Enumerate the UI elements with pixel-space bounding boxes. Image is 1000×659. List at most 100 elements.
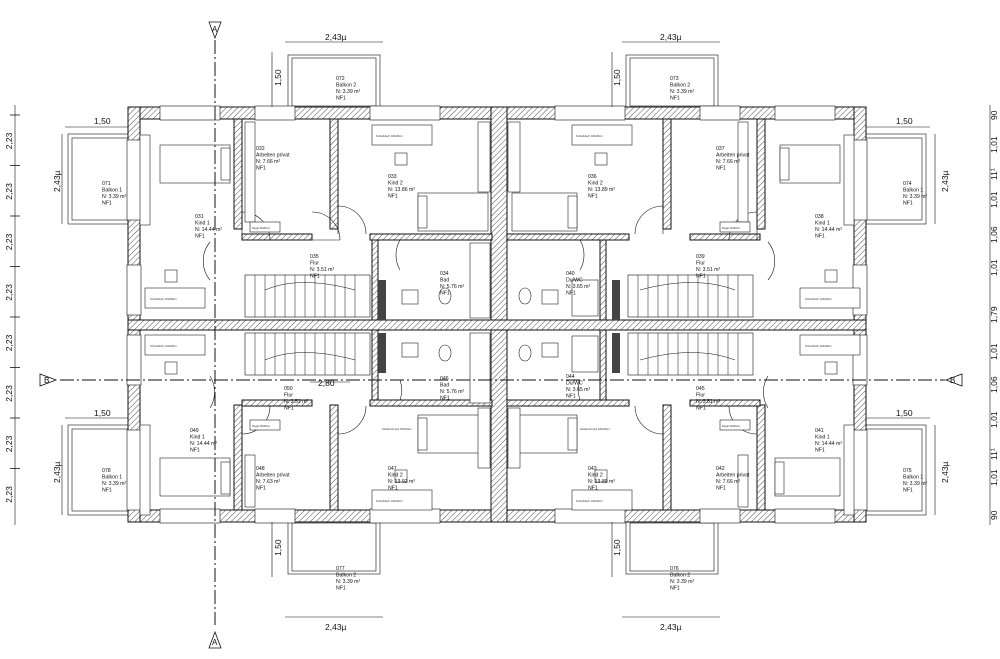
axis-label-a-bottom: A (212, 638, 218, 647)
room-number: 032 (256, 146, 265, 152)
room-area: N: 3.39 m² (670, 579, 694, 585)
room-nf: NF1 (588, 486, 598, 492)
label-desk: Schreibtisch 160x80cm (376, 134, 403, 138)
room-number: 043 (588, 466, 597, 472)
dimension-lines (14, 41, 991, 618)
room-number: 044 (566, 374, 575, 380)
room-area: N: 7.66 m² (716, 479, 740, 485)
room-nf: NF1 (256, 166, 266, 172)
room-nf: NF1 (588, 194, 598, 200)
label-desk: Schreibtisch 160x80cm (150, 344, 177, 348)
room-area: N: 3.51 m² (696, 267, 720, 273)
label-desk: Schreibtisch 160x80cm (576, 134, 603, 138)
right-dimension-chain: 901,0111¹1,011,061,011,791,011,061,0111¹… (989, 110, 999, 520)
room-nf: NF1 (670, 586, 680, 592)
room-area: N: 3.39 m² (102, 194, 126, 200)
axis-label-a-top: A (212, 25, 218, 34)
dim-balcony-depth-tl: 1,50 (273, 69, 283, 86)
room-number: 076 (670, 566, 679, 572)
dim-right-segment: 11¹ (989, 448, 999, 460)
dim-side-balcony-depth-bl: 1,50 (94, 408, 111, 418)
room-nf: NF1 (815, 234, 825, 240)
room-nf: NF1 (336, 96, 346, 102)
room-area: N: 7.66 m² (716, 159, 740, 165)
room-number: 031 (195, 214, 204, 220)
room-number: 071 (102, 181, 111, 187)
room-area: N: 14.44 m² (195, 227, 222, 233)
dim-left-segment: 2,23 (4, 385, 14, 402)
room-name: Balkon 1 (102, 188, 122, 194)
dim-balcony-depth-bl: 1,50 (273, 539, 283, 556)
room-name: Du/WC (566, 278, 583, 284)
dim-stair-width: 2,80 (318, 378, 335, 388)
stairs (244, 274, 754, 376)
room-number: 036 (588, 174, 597, 180)
room-number: 050 (284, 386, 293, 392)
room-nf: NF1 (670, 96, 680, 102)
room-nf: NF1 (716, 486, 726, 492)
dim-left-segment: 2,23 (4, 132, 14, 149)
room-number: 037 (716, 146, 725, 152)
dim-right-segment: 1,01 (989, 411, 999, 428)
room-nf: NF1 (102, 488, 112, 494)
room-nf: NF1 (388, 194, 398, 200)
room-area: N: 3.51 m² (284, 399, 308, 405)
room-area: N: 7.63 m² (256, 479, 280, 485)
room-number: 075 (903, 468, 912, 474)
room-number: 078 (102, 468, 111, 474)
room-number: 039 (696, 254, 705, 260)
label-shelf: Regal 40x80cm (252, 424, 270, 428)
room-nf: NF1 (195, 234, 205, 240)
room-name: Kind 2 (388, 473, 403, 479)
room-number: 040 (566, 271, 575, 277)
label-desk: Schreibtisch 160x80cm (150, 297, 177, 301)
room-name: Du/WC (566, 381, 583, 387)
room-nf: NF1 (696, 274, 706, 280)
room-area: N: 3.39 m² (903, 481, 927, 487)
room-area: N: 13.92 m² (388, 479, 415, 485)
room-nf: NF1 (903, 201, 913, 207)
room-area: N: 14.44 m² (815, 227, 842, 233)
dim-side-balcony-width-br: 2,43µ (940, 461, 950, 483)
room-name: Flur (696, 261, 705, 267)
room-nf: NF1 (388, 486, 398, 492)
room-name: Balkon 1 (102, 475, 122, 481)
room-name: Kind 1 (190, 435, 205, 441)
dim-balcony-width-br: 2,43µ (660, 622, 682, 632)
room-name: Arbeiten privat (716, 473, 750, 479)
room-area: N: 5.76 m² (440, 389, 464, 395)
room-nf: NF1 (102, 201, 112, 207)
label-shelf: Regal 40x80cm (722, 424, 740, 428)
room-area: N: 3.39 m² (670, 89, 694, 95)
dim-right-segment: 1,06 (989, 376, 999, 393)
room-name: Flur (284, 393, 293, 399)
dim-balcony-width-tr: 2,43µ (660, 32, 682, 42)
section-axis-lines (39, 21, 963, 649)
dim-right-segment: 1,01 (989, 191, 999, 208)
room-name: Flur (696, 393, 705, 399)
room-name: Bad (440, 278, 449, 284)
room-number: 073 (670, 76, 679, 82)
dim-right-segment: 1,01 (989, 136, 999, 153)
room-area: N: 3.39 m² (102, 481, 126, 487)
dim-side-balcony-width-bl: 2,43µ (52, 461, 62, 483)
label-desk: Schreibtisch 160x80cm (376, 499, 403, 503)
dim-left-segment: 2,23 (4, 183, 14, 200)
label-desk: Schreibtisch 160x80cm (805, 297, 832, 301)
